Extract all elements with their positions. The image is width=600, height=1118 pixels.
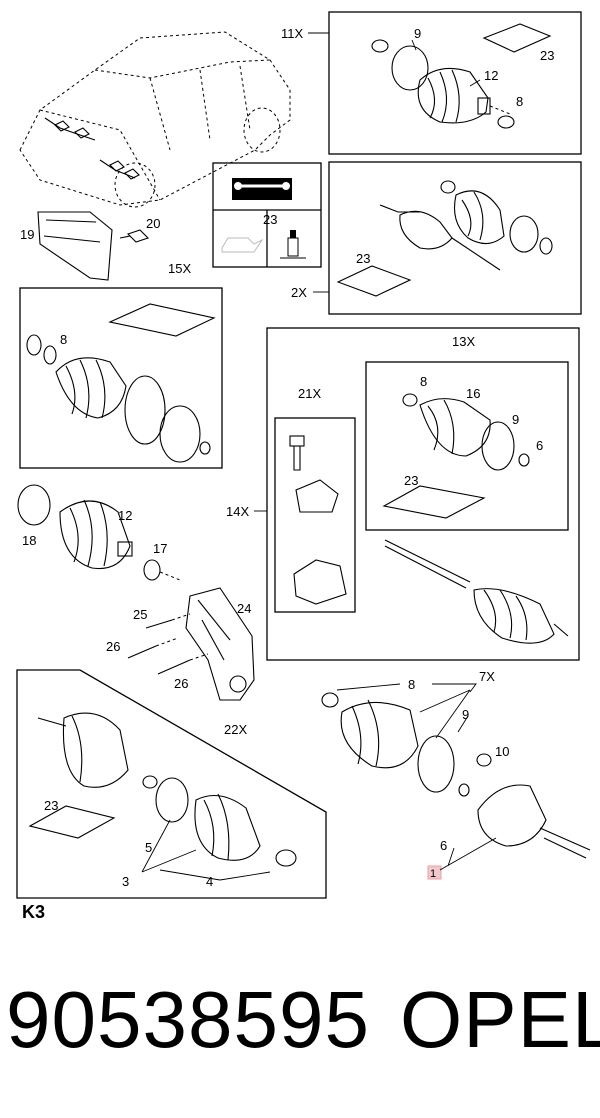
oil-can-icon bbox=[221, 237, 264, 253]
bracket-24 bbox=[185, 587, 255, 701]
callout-15x: 15X bbox=[168, 261, 191, 276]
box-22x bbox=[16, 669, 327, 899]
callout-26: 26 bbox=[106, 639, 120, 654]
callout-6: 6 bbox=[536, 438, 543, 453]
callout-8: 8 bbox=[60, 332, 67, 347]
callout-9: 9 bbox=[414, 26, 421, 41]
callout-19: 19 bbox=[20, 227, 34, 242]
callout-8: 8 bbox=[408, 677, 415, 692]
bolt-26a bbox=[127, 645, 157, 659]
box-21x bbox=[274, 417, 356, 613]
callout-11x: 11X bbox=[281, 26, 303, 41]
grease-pack-23-15x bbox=[108, 303, 216, 337]
callout-12: 12 bbox=[484, 68, 498, 83]
callout-20: 20 bbox=[146, 216, 160, 231]
brand-name: OPEL bbox=[400, 975, 600, 1064]
bolt-20 bbox=[119, 229, 150, 243]
bolt-25 bbox=[145, 619, 173, 629]
boot-16 bbox=[419, 398, 491, 457]
callout-1: 1 bbox=[430, 868, 436, 880]
highlight-part-1 bbox=[427, 865, 442, 880]
callout-12: 12 bbox=[118, 508, 132, 523]
clamp-17 bbox=[143, 559, 161, 581]
grease-pack-23-22x bbox=[28, 805, 116, 839]
boot-7x bbox=[340, 699, 419, 769]
callout-2x: 2X bbox=[291, 285, 307, 300]
callout-23: 23 bbox=[540, 48, 554, 63]
clamp-9-upper bbox=[391, 45, 429, 91]
callout-9: 9 bbox=[462, 707, 469, 722]
box-2x bbox=[328, 161, 582, 315]
boot-22x bbox=[194, 793, 261, 861]
info-table bbox=[212, 162, 322, 268]
callout-23: 23 bbox=[404, 473, 418, 488]
callout-8: 8 bbox=[420, 374, 427, 389]
callout-10: 10 bbox=[495, 744, 509, 759]
box-11x bbox=[328, 11, 582, 155]
callout-23: 23 bbox=[44, 798, 58, 813]
boot-12-upper bbox=[417, 67, 511, 124]
car-outline-icon bbox=[19, 31, 291, 208]
shaft-upper bbox=[379, 190, 505, 271]
callout-23: 23 bbox=[356, 251, 370, 266]
callout-23: 23 bbox=[263, 212, 277, 227]
callout-18: 18 bbox=[22, 533, 36, 548]
callout-13x: 13X bbox=[452, 334, 475, 349]
boot-12-mid bbox=[59, 499, 133, 570]
cover-19 bbox=[37, 211, 113, 281]
callout-24: 24 bbox=[237, 601, 251, 616]
box-15x bbox=[19, 287, 223, 469]
clip-upper bbox=[371, 39, 389, 53]
callout-9: 9 bbox=[512, 412, 519, 427]
callout-14x: 14X bbox=[226, 504, 249, 519]
bolt-26b bbox=[157, 659, 191, 675]
outer-joint-22x bbox=[37, 712, 129, 788]
book-wrench-icon bbox=[232, 178, 292, 200]
callout-4: 4 bbox=[206, 874, 213, 889]
clamp-8-upper bbox=[497, 115, 515, 129]
callout-5: 5 bbox=[145, 840, 152, 855]
clamp-18 bbox=[17, 484, 51, 526]
grease-pack-23-upper bbox=[482, 23, 552, 53]
callout-22x: 22X bbox=[224, 722, 247, 737]
grease-pack-23-13x bbox=[382, 485, 486, 519]
callout-6: 6 bbox=[440, 838, 447, 853]
callout-26: 26 bbox=[174, 676, 188, 691]
grease-pack-23-2x bbox=[336, 265, 412, 297]
bolt-21x bbox=[289, 435, 347, 605]
callout-25: 25 bbox=[133, 607, 147, 622]
callout-3: 3 bbox=[122, 874, 129, 889]
page-label: K3 bbox=[22, 902, 46, 922]
callout-7x: 7X bbox=[479, 669, 495, 684]
callout-16: 16 bbox=[466, 386, 480, 401]
boot-15x bbox=[55, 357, 127, 419]
callout-21x: 21X bbox=[298, 386, 321, 401]
part-number: 90538595 bbox=[6, 975, 370, 1064]
callout-8: 8 bbox=[516, 94, 523, 109]
box-13x bbox=[365, 361, 569, 531]
shaft-14x bbox=[384, 539, 569, 644]
grease-tube-icon bbox=[280, 230, 306, 259]
outer-joint-1 bbox=[477, 784, 591, 859]
callout-17: 17 bbox=[153, 541, 167, 556]
box-14x bbox=[266, 327, 580, 661]
callout-labels: 11X 9 23 12 8 23 20 19 23 2X 15X 8 13X 8… bbox=[20, 26, 554, 889]
